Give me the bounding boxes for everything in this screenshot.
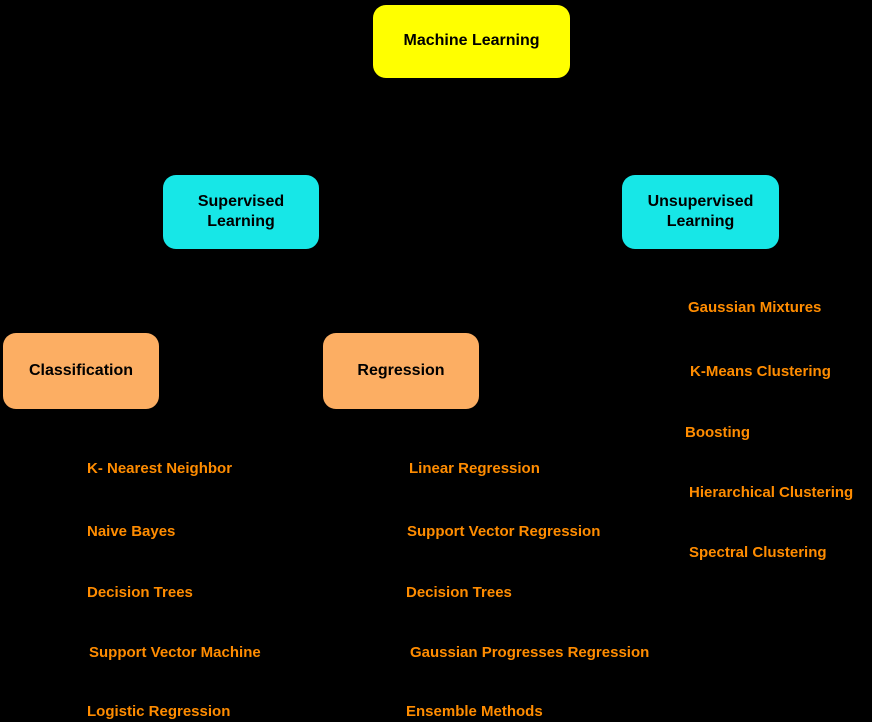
node-machine-learning: Machine Learning [373,5,570,78]
node-supervised-learning-label: Supervised Learning [197,192,285,230]
node-machine-learning-label: Machine Learning [403,32,540,50]
leaf-linear-regression: Linear Regression [409,460,540,477]
leaf-k-means-clustering: K-Means Clustering [690,363,831,380]
node-supervised-learning: Supervised Learning [163,175,319,249]
leaf-support-vector-regression: Support Vector Regression [407,523,601,540]
leaf-spectral-clustering: Spectral Clustering [689,544,827,561]
node-regression-label: Regression [357,361,445,379]
leaf-boosting: Boosting [685,424,750,441]
leaf-logistic-regression: Logistic Regression [87,703,231,720]
node-unsupervised-learning-label: Unsupervised Learning [647,192,754,230]
leaf-decision-trees-regression: Decision Trees [406,584,512,601]
node-regression: Regression [323,333,479,409]
leaf-support-vector-machine: Support Vector Machine [89,644,261,661]
leaf-hierarchical-clustering: Hierarchical Clustering [689,484,854,501]
leaf-gaussian-mixtures: Gaussian Mixtures [688,299,822,316]
node-classification: Classification [3,333,159,409]
node-unsupervised-learning: Unsupervised Learning [622,175,779,249]
leaf-naive-bayes: Naive Bayes [87,523,176,540]
leaf-k-nearest-neighbor: K- Nearest Neighbor [87,460,233,477]
leaf-decision-trees-classification: Decision Trees [87,584,193,601]
leaf-gaussian-progresses-regression: Gaussian Progresses Regression [410,644,650,661]
leaf-ensemble-methods: Ensemble Methods [406,703,543,720]
node-classification-label: Classification [28,361,134,379]
